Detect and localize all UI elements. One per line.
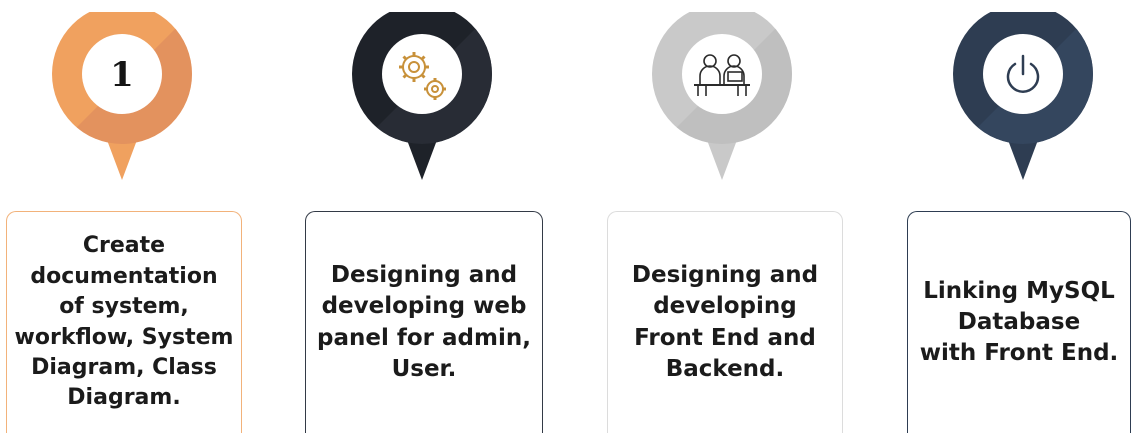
pin-tip bbox=[404, 132, 440, 180]
step-1-card: Create documentation of system, workflow… bbox=[6, 211, 242, 433]
text-line: Front End and bbox=[634, 324, 816, 351]
text-line: documentation bbox=[30, 263, 218, 289]
text-line: developing web bbox=[321, 293, 527, 320]
text-line: Backend. bbox=[665, 355, 785, 382]
text-line: Designing and bbox=[330, 262, 518, 289]
step-1-pin: 1 bbox=[52, 12, 192, 180]
text-line: panel for admin, bbox=[317, 324, 531, 351]
text-line: Diagram, Class bbox=[31, 354, 217, 380]
step-2-description: Designing and developing web panel for a… bbox=[317, 260, 531, 384]
number-one-icon: 1 bbox=[110, 55, 134, 95]
text-line: Designing and bbox=[631, 262, 819, 289]
text-line: Diagram. bbox=[67, 385, 181, 411]
power-icon bbox=[1006, 54, 1040, 93]
text-line: developing bbox=[653, 293, 797, 320]
step-3-description: Designing and developing Front End and B… bbox=[632, 260, 818, 384]
step-2-pin bbox=[352, 12, 492, 180]
step-3-card: Designing and developing Front End and B… bbox=[607, 211, 843, 433]
pin-center bbox=[682, 34, 762, 114]
step-2-card: Designing and developing web panel for a… bbox=[305, 211, 543, 433]
pin-tip bbox=[1005, 132, 1041, 180]
gears-icon bbox=[399, 52, 446, 100]
people-at-desk-icon bbox=[694, 54, 750, 96]
step-4-description: Linking MySQL Database with Front End. bbox=[920, 276, 1119, 369]
text-line: Linking MySQL bbox=[923, 277, 1115, 304]
step-3-pin bbox=[652, 12, 792, 180]
text-line: User. bbox=[391, 355, 457, 382]
text-line: workflow, System bbox=[14, 324, 234, 350]
text-line: with Front End. bbox=[919, 340, 1119, 367]
text-line: Create bbox=[82, 233, 166, 259]
text-line: of system, bbox=[59, 294, 189, 320]
step-1-description: Create documentation of system, workflow… bbox=[15, 231, 234, 413]
pin-tip bbox=[104, 132, 140, 180]
pin-tip bbox=[704, 132, 740, 180]
step-4-card: Linking MySQL Database with Front End. bbox=[907, 211, 1131, 433]
text-line: Database bbox=[957, 308, 1081, 335]
step-4-pin bbox=[953, 12, 1093, 180]
pin-center bbox=[82, 34, 162, 114]
